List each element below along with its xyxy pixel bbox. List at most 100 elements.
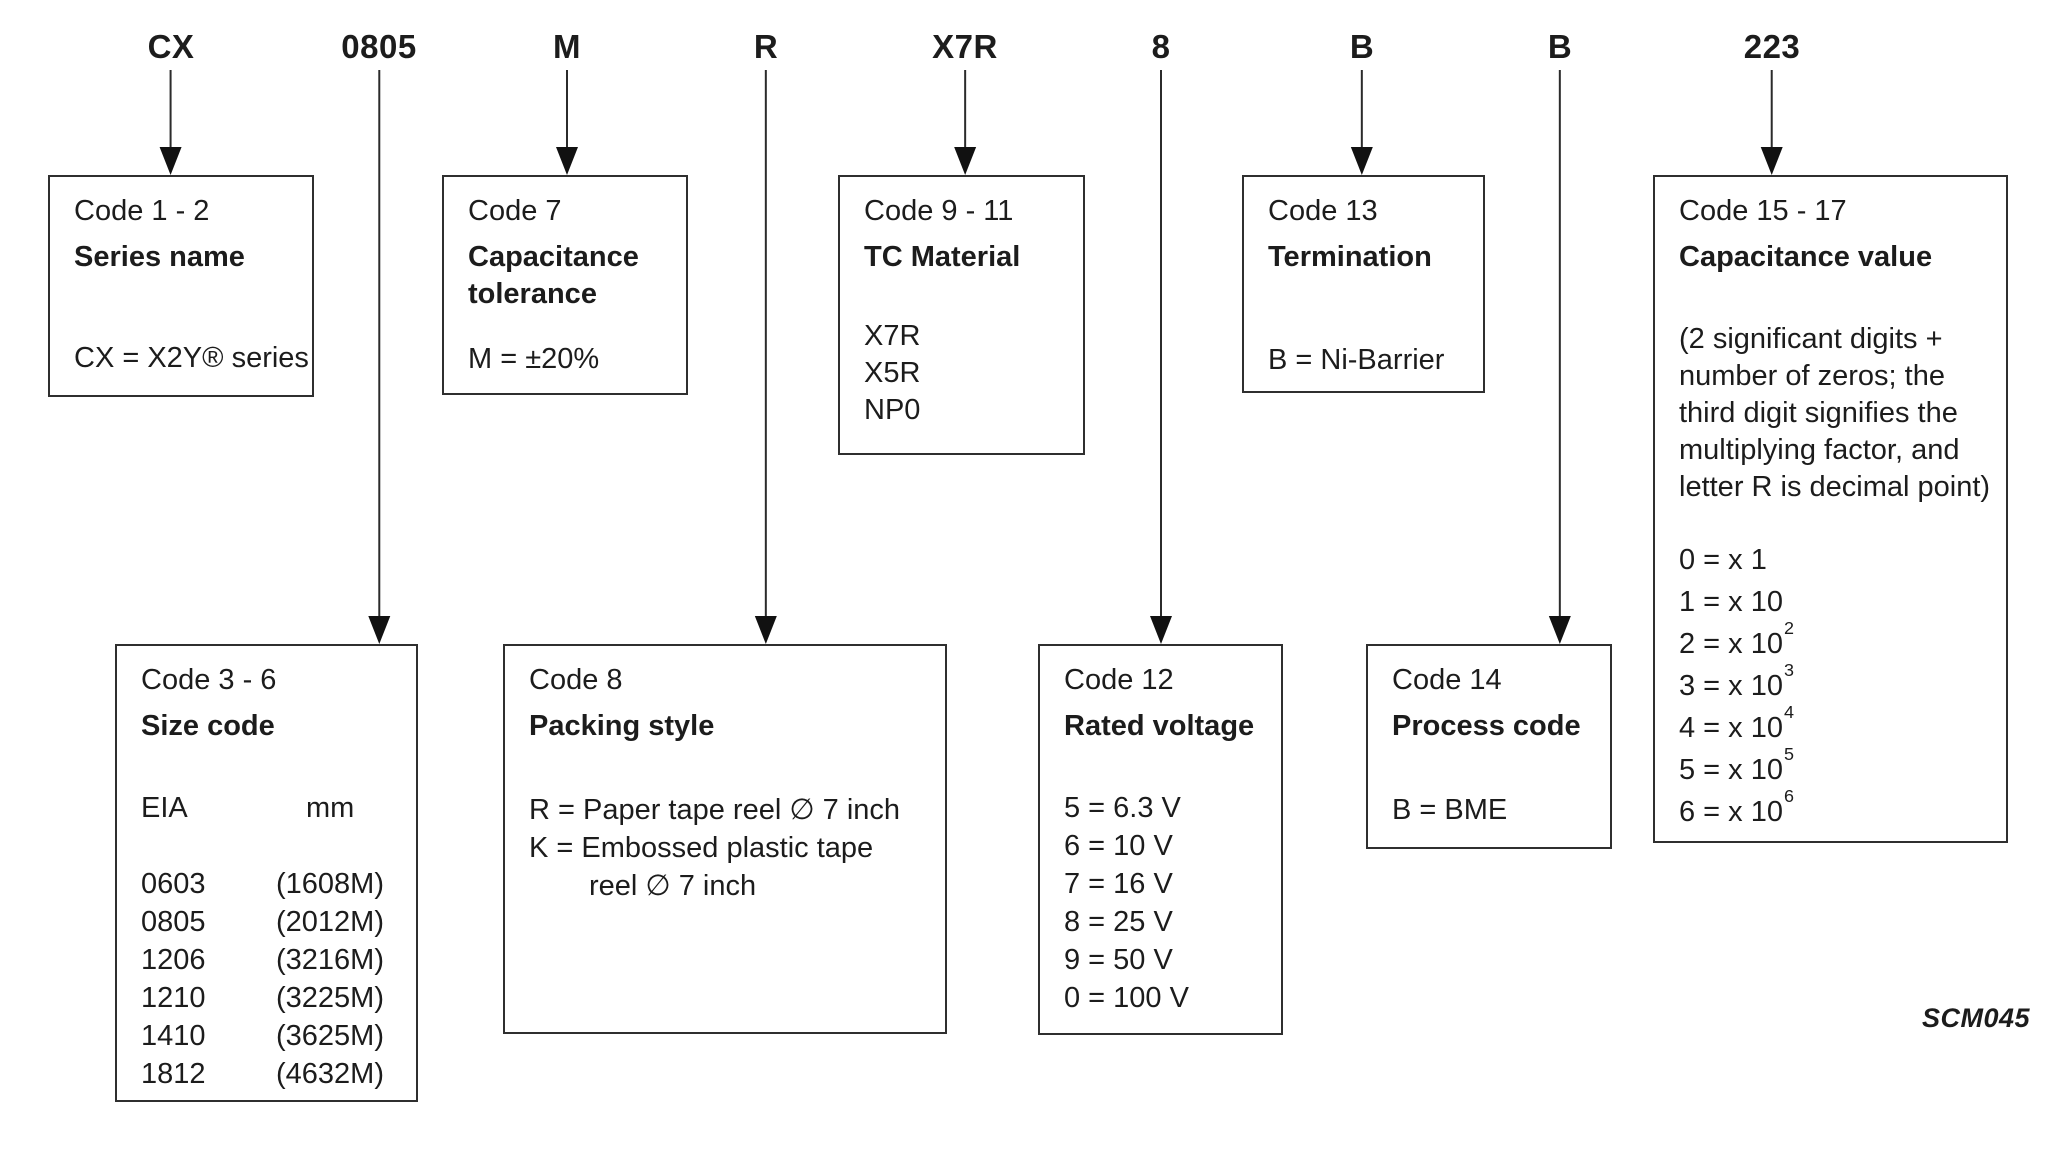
table-row: 0805 (2012M) xyxy=(141,906,384,938)
multiplier-item: 4 = x 104 xyxy=(1679,702,1794,744)
arrow-stem xyxy=(1361,70,1363,147)
code-char-label: 0805 xyxy=(341,28,417,65)
code-range-label: Code 12 xyxy=(1064,664,1174,696)
box-title: Series name xyxy=(74,241,245,273)
arrow-stem xyxy=(377,70,380,616)
code-char-label: B xyxy=(1349,28,1375,65)
arrow-down-icon xyxy=(1761,147,1783,175)
rated-voltage-box: Code 12 Rated voltage 5 = 6.3 V 6 = 10 V… xyxy=(1038,644,1283,1035)
code-char-label: 223 xyxy=(1743,28,1801,65)
arrow-down-icon xyxy=(367,616,390,644)
code-range-label: Code 9 - 11 xyxy=(864,195,1014,227)
value-line: 5 = 6.3 V xyxy=(1064,792,1181,824)
value-line: M = ±20% xyxy=(468,343,600,375)
code-char-label: R xyxy=(753,28,779,65)
tc-material-box: Code 9 - 11 TC Material X7R X5R NP0 xyxy=(838,175,1085,455)
arrow-stem xyxy=(170,70,172,147)
box-title: Rated voltage xyxy=(1064,710,1255,742)
part-code-m: M xyxy=(553,28,581,175)
termination-box: Code 13 Termination B = Ni-Barrier xyxy=(1242,175,1485,393)
arrow-down-icon xyxy=(1150,616,1172,644)
arrow-stem xyxy=(963,70,966,147)
value-line: 0 = 100 V xyxy=(1064,982,1189,1014)
note-line: number of zeros; the xyxy=(1679,360,1945,392)
box-title: Packing style xyxy=(529,710,715,742)
code-range-label: Code 13 xyxy=(1268,195,1378,227)
figure-reference-code: SCM045 xyxy=(1922,1003,2031,1033)
value-line: X5R xyxy=(864,357,921,389)
note-line: third digit signifies the xyxy=(1679,397,1958,429)
value-line: 6 = 10 V xyxy=(1064,830,1173,862)
code-range-label: Code 1 - 2 xyxy=(74,195,210,227)
arrow-stem xyxy=(765,70,767,616)
arrow-stem xyxy=(1559,70,1561,616)
part-code-r: R xyxy=(754,28,778,644)
box-title: Capacitance tolerance xyxy=(468,241,639,310)
code-range-label: Code 14 xyxy=(1392,664,1502,696)
arrow-stem xyxy=(1771,70,1773,147)
note-line: (2 significant digits + xyxy=(1679,323,1943,355)
box-title: Capacitance value xyxy=(1679,241,1933,273)
part-code-8: 8 xyxy=(1150,28,1172,644)
multiplier-item: 2 = x 102 xyxy=(1679,618,1794,660)
code-range-label: Code 15 - 17 xyxy=(1679,195,1847,227)
column-header-mm: mm xyxy=(306,792,355,824)
table-row: 1210 (3225M) xyxy=(141,982,384,1014)
capacitance-value-box: Code 15 - 17 Capacitance value (2 signif… xyxy=(1653,175,2008,843)
multiplier-item: 6 = x 106 xyxy=(1679,786,1794,828)
value-line: R = Paper tape reel ∅ 7 inch xyxy=(529,794,901,826)
table-row: 1410 (3625M) xyxy=(141,1020,384,1052)
capacitance-tolerance-box: Code 7 Capacitance tolerance M = ±20% xyxy=(442,175,688,395)
multiplier-item: 3 = x 103 xyxy=(1679,660,1794,702)
part-code-b-process: B xyxy=(1548,28,1572,644)
table-header-row: EIA mm xyxy=(141,789,404,827)
box-title: Termination xyxy=(1268,241,1432,273)
code-char-label: CX xyxy=(147,28,195,65)
code-char-label: M xyxy=(553,28,581,65)
part-code-223: 223 xyxy=(1744,28,1801,175)
arrow-down-icon xyxy=(160,147,182,175)
capacitance-value-note: (2 significant digits + number of zeros;… xyxy=(1679,321,1994,506)
part-code-0805: 0805 xyxy=(341,28,416,644)
box-title: TC Material xyxy=(864,241,1021,273)
arrow-down-icon xyxy=(953,147,976,175)
value-line: 8 = 25 V xyxy=(1064,906,1173,938)
code-range-label: Code 8 xyxy=(529,664,623,696)
value-line: K = Embossed plastic tape xyxy=(529,832,874,864)
value-line: 7 = 16 V xyxy=(1064,868,1173,900)
value-line: B = Ni-Barrier xyxy=(1268,344,1445,376)
note-line: letter R is decimal point) xyxy=(1679,471,1991,503)
size-code-table: EIA mm 0603 (1608M) 0805 (2012M) 1206 (3… xyxy=(141,789,404,1093)
multiplier-item: 1 = x 10 xyxy=(1679,586,1783,618)
value-line: CX = X2Y® series xyxy=(74,342,309,374)
value-line-continuation: reel ∅ 7 inch xyxy=(589,870,757,902)
value-line: 9 = 50 V xyxy=(1064,944,1173,976)
value-line: B = BME xyxy=(1392,794,1508,826)
table-row: 1812 (4632M) xyxy=(141,1058,384,1090)
table-row: 0603 (1608M) xyxy=(141,868,384,900)
note-line: multiplying factor, and xyxy=(1679,434,1960,466)
arrow-down-icon xyxy=(755,616,777,644)
value-line: X7R xyxy=(864,320,921,352)
table-row: 1206 (3216M) xyxy=(141,944,384,976)
code-char-label: 8 xyxy=(1151,28,1171,65)
arrow-down-icon xyxy=(1549,616,1571,644)
box-title: Process code xyxy=(1392,710,1581,742)
size-code-box: Code 3 - 6 Size code EIA mm 0603 (1608M)… xyxy=(115,644,418,1102)
box-title: Size code xyxy=(141,710,275,742)
arrow-down-icon xyxy=(1351,147,1373,175)
arrow-stem xyxy=(1160,70,1162,616)
multiplier-list: 0 = x 1 1 = x 10 2 = x 102 3 = x 103 4 =… xyxy=(1679,539,1994,833)
part-code-cx: CX xyxy=(148,28,195,175)
part-code-x7r: X7R xyxy=(932,28,998,175)
series-name-box: Code 1 - 2 Series name CX = X2Y® series xyxy=(48,175,314,397)
code-range-label: Code 7 xyxy=(468,195,562,227)
multiplier-item: 0 = x 1 xyxy=(1679,544,1767,576)
value-line: NP0 xyxy=(864,394,921,426)
process-code-box: Code 14 Process code B = BME xyxy=(1366,644,1612,849)
column-header-eia: EIA xyxy=(141,792,188,824)
multiplier-item: 5 = x 105 xyxy=(1679,744,1794,786)
arrow-stem xyxy=(566,70,568,147)
arrow-down-icon xyxy=(556,147,578,175)
code-char-label: X7R xyxy=(932,28,998,65)
